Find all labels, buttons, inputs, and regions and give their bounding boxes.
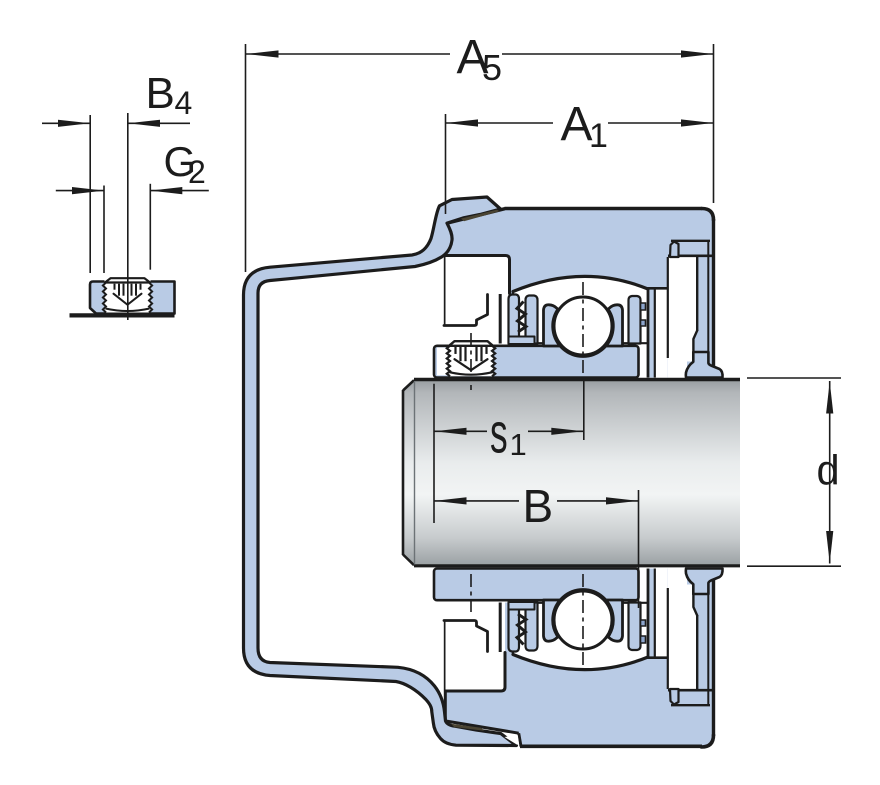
svg-text:A: A	[457, 31, 489, 84]
svg-text:5: 5	[482, 47, 502, 88]
svg-text:1: 1	[510, 427, 527, 462]
svg-text:4: 4	[175, 85, 193, 121]
svg-text:G: G	[164, 138, 197, 185]
svg-text:d: d	[817, 447, 840, 494]
svg-text:s: s	[490, 402, 508, 466]
svg-text:1: 1	[589, 117, 608, 155]
svg-text:B: B	[146, 69, 175, 118]
svg-text:2: 2	[188, 154, 206, 190]
svg-text:A: A	[561, 98, 593, 151]
svg-text:B: B	[523, 480, 554, 532]
